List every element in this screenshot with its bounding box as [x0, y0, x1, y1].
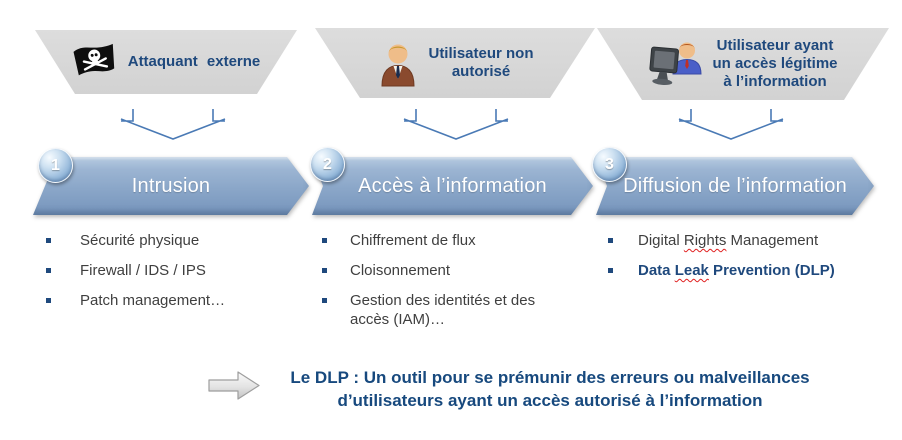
measure-label: Firewall / IDS / IPS: [80, 262, 206, 279]
measures-list-acces: Chiffrement de flux Cloisonnement Gestio…: [322, 231, 567, 340]
phase-number-badge: 2: [310, 147, 345, 182]
spellcheck-squiggle-word: Rights: [683, 232, 727, 249]
phase-title: Intrusion: [131, 174, 211, 197]
unauthorized-user-icon: [376, 38, 420, 88]
phase-number-badge: 1: [38, 148, 73, 183]
list-item: Chiffrement de flux: [322, 231, 567, 250]
actor-label-line: autorisé: [451, 63, 511, 80]
measures-list-diffusion: Digital Rights Management Data Leak Prev…: [608, 231, 893, 291]
measure-text-part: Digital: [638, 232, 684, 249]
bullet-square-icon: [46, 238, 51, 243]
phase-banner-intrusion: Intrusion: [33, 157, 309, 215]
phase-number: 2: [323, 155, 332, 173]
actor-label-line: Utilisateur non: [428, 45, 534, 62]
conclusion-text: Le DLP : Un outil pour se prémunir des e…: [250, 366, 850, 412]
phase-number-badge: 3: [592, 147, 627, 182]
measure-label: Gestion des identités et des accès (IAM)…: [350, 292, 536, 328]
actor-label: Utilisateur ayant un accès légitime à l’…: [712, 37, 837, 91]
measure-text-part: Management: [726, 232, 819, 249]
phase-banner-diffusion: Diffusion de l’information: [596, 157, 874, 215]
phase-number: 3: [605, 155, 614, 173]
measure-label: Sécurité physique: [80, 232, 200, 249]
pirate-flag-icon: [72, 42, 118, 82]
list-item: Digital Rights Management: [608, 231, 893, 250]
phase-banner-acces: Accès à l’information: [312, 157, 593, 215]
legitimate-user-icon: [648, 38, 706, 90]
bullet-square-icon: [322, 238, 327, 243]
measure-label: Patch management…: [80, 292, 226, 309]
measure-text-part: Data: [638, 262, 675, 279]
list-item: Gestion des identités et des accès (IAM)…: [322, 291, 567, 329]
spellcheck-squiggle-word: Leak: [674, 262, 709, 279]
bullet-square-icon: [46, 268, 51, 273]
list-item: Firewall / IDS / IPS: [46, 261, 296, 280]
actor-label-line: Attaquant externe: [127, 53, 261, 70]
bullet-square-icon: [608, 238, 613, 243]
actor-box-utilisateur-acces-legitime: Utilisateur ayant un accès légitime à l’…: [597, 28, 889, 100]
list-item: Patch management…: [46, 291, 296, 310]
down-arrow-icon: [120, 109, 226, 140]
list-item: Sécurité physique: [46, 231, 296, 250]
actor-label-line: à l’information: [723, 73, 827, 90]
conclusion-line: Le DLP : Un outil pour se prémunir des e…: [290, 368, 810, 387]
conclusion-line: d’utilisateurs ayant un accès autorisé à…: [337, 391, 763, 410]
actor-label: Utilisateur non autorisé: [428, 45, 533, 81]
actor-label-line: un accès légitime: [712, 55, 838, 72]
actor-label: Attaquant externe: [128, 53, 261, 71]
measure-label: Chiffrement de flux: [350, 232, 476, 249]
measure-label: Cloisonnement: [350, 262, 451, 279]
measure-text-part: Prevention (DLP): [708, 262, 835, 279]
phase-number: 1: [51, 156, 60, 174]
phase-title: Diffusion de l’information: [623, 174, 847, 197]
bullet-square-icon: [322, 268, 327, 273]
actor-label-line: Utilisateur ayant: [716, 37, 834, 54]
bullet-square-icon: [46, 298, 51, 303]
down-arrow-icon: [678, 109, 784, 140]
bullet-square-icon: [322, 298, 327, 303]
list-item: Data Leak Prevention (DLP): [608, 261, 893, 280]
down-arrow-icon: [403, 109, 509, 140]
measures-list-intrusion: Sécurité physique Firewall / IDS / IPS P…: [46, 231, 296, 321]
measure-label: Data Leak Prevention (DLP): [638, 262, 835, 279]
bullet-square-icon: [608, 268, 613, 273]
actor-box-attaquant-externe: Attaquant externe: [35, 30, 297, 94]
actor-box-utilisateur-non-autorise: Utilisateur non autorisé: [315, 28, 595, 98]
measure-label: Digital Rights Management: [638, 232, 818, 249]
phase-title: Accès à l’information: [358, 174, 547, 197]
list-item: Cloisonnement: [322, 261, 567, 280]
right-block-arrow-icon: [208, 371, 260, 400]
